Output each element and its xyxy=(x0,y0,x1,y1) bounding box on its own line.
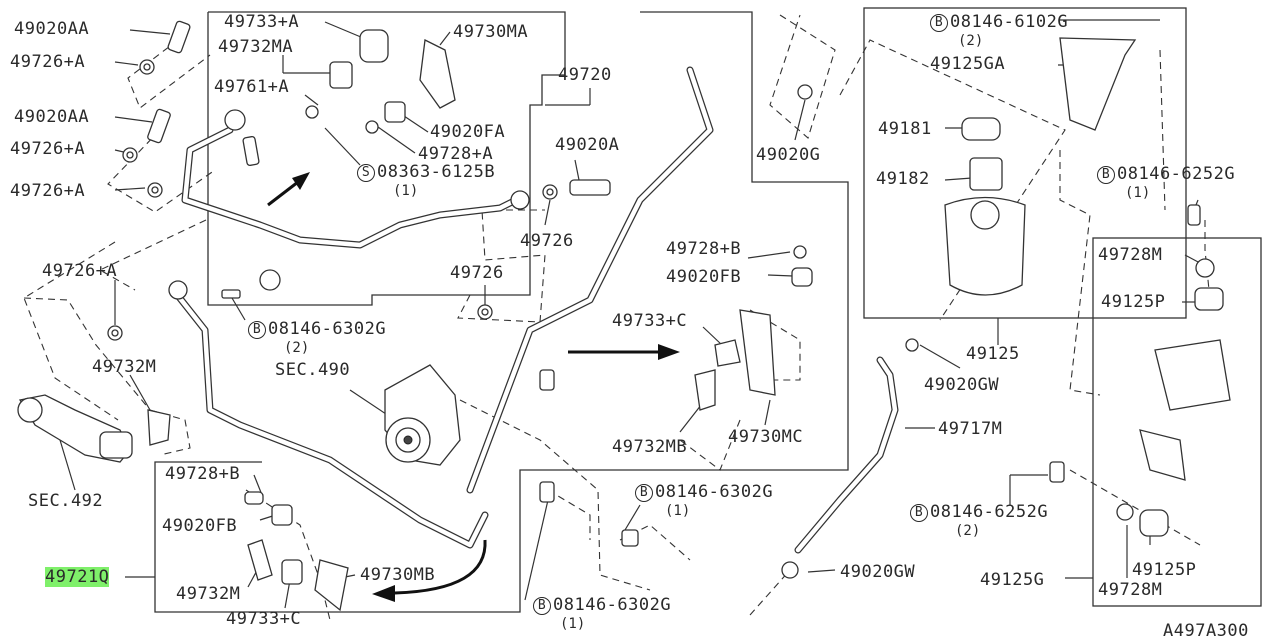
circle-s-mark: S xyxy=(357,164,375,182)
part-08363-qty: (1) xyxy=(393,183,419,199)
part-49728B-label[interactable]: 49728+B xyxy=(666,239,742,259)
part-49720-label[interactable]: 49720 xyxy=(558,65,612,85)
part-49726A-label[interactable]: 49726+A xyxy=(42,261,118,281)
sec490-label[interactable]: SEC.490 xyxy=(275,360,351,380)
part-08146-6302G-number: 08146-6302G xyxy=(655,482,774,502)
part-08146-6252G-qty: (1) xyxy=(1125,185,1151,201)
part-49020GW-label[interactable]: 49020GW xyxy=(924,375,1000,395)
part-49020FA-label[interactable]: 49020FA xyxy=(430,122,506,142)
part-49733C-label[interactable]: 49733+C xyxy=(612,311,688,331)
part-49721Q-label[interactable]: 49721Q xyxy=(45,567,110,587)
circle-b-mark: B xyxy=(1097,166,1115,184)
part-49733A-label[interactable]: 49733+A xyxy=(224,12,300,32)
part-08146-6252G-number: 08146-6252G xyxy=(930,502,1049,522)
part-49730MC-label[interactable]: 49730MC xyxy=(728,427,804,447)
part-49726A-label[interactable]: 49726+A xyxy=(10,139,86,159)
part-08146-6102G-number: 08146-6102G xyxy=(950,12,1069,32)
frame-bracket xyxy=(1092,237,1262,607)
part-49730MA-label[interactable]: 49730MA xyxy=(453,22,529,42)
part-49125-label[interactable]: 49125 xyxy=(966,344,1020,364)
part-49717M-label[interactable]: 49717M xyxy=(938,419,1003,439)
part-49726A-label[interactable]: 49726+A xyxy=(10,52,86,72)
circle-b-mark: B xyxy=(533,597,551,615)
part-08146-6302G-qty: (1) xyxy=(560,616,586,632)
part-49020AA-label[interactable]: 49020AA xyxy=(14,19,90,39)
part-49125P-label[interactable]: 49125P xyxy=(1132,560,1197,580)
circle-b-mark: B xyxy=(635,484,653,502)
part-49728A-label[interactable]: 49728+A xyxy=(418,144,494,164)
part-49182-label[interactable]: 49182 xyxy=(876,169,930,189)
part-08146-6302G-number: 08146-6302G xyxy=(553,595,672,615)
part-49020FB-label[interactable]: 49020FB xyxy=(666,267,742,287)
part-49726-label[interactable]: 49726 xyxy=(450,263,504,283)
part-49733C-label[interactable]: 49733+C xyxy=(226,609,302,629)
part-49020A-label[interactable]: 49020A xyxy=(555,135,620,155)
diagram-code: A497A300 xyxy=(1163,621,1249,640)
part-08146-6302G-qty: (2) xyxy=(284,340,310,356)
part-49020GW-label[interactable]: 49020GW xyxy=(840,562,916,582)
part-08146-6102G-qty: (2) xyxy=(958,33,984,49)
part-49181-label[interactable]: 49181 xyxy=(878,119,932,139)
part-49020FB-label[interactable]: 49020FB xyxy=(162,516,238,536)
frame-upper-pipe xyxy=(207,11,566,306)
part-49020AA-label[interactable]: 49020AA xyxy=(14,107,90,127)
circle-b-mark: B xyxy=(930,14,948,32)
part-49728B-label[interactable]: 49728+B xyxy=(165,464,241,484)
part-08146-6252G-number: 08146-6252G xyxy=(1117,164,1236,184)
frame-reservoir xyxy=(863,7,1187,319)
part-49732MB-label[interactable]: 49732MB xyxy=(612,437,688,457)
part-49726A-label[interactable]: 49726+A xyxy=(10,181,86,201)
frame-high-pressure xyxy=(154,11,849,613)
reservoir-tank xyxy=(944,196,1026,296)
part-49761A-label[interactable]: 49761+A xyxy=(214,77,290,97)
part-49125G-label[interactable]: 49125G xyxy=(980,570,1045,590)
part-49125P-label[interactable]: 49125P xyxy=(1101,292,1166,312)
part-49732MA-label[interactable]: 49732MA xyxy=(218,37,294,57)
part-08363-number: 08363-6125B xyxy=(377,162,496,182)
part-49732M-label[interactable]: 49732M xyxy=(92,357,157,377)
part-49728M-label[interactable]: 49728M xyxy=(1098,580,1163,600)
part-49726-label[interactable]: 49726 xyxy=(520,231,574,251)
circle-b-mark: B xyxy=(248,321,266,339)
part-08146-6302G-qty: (1) xyxy=(665,503,691,519)
part-49020G-label[interactable]: 49020G xyxy=(756,145,821,165)
part-08146-6302G-number: 08146-6302G xyxy=(268,319,387,339)
part-49732M-label[interactable]: 49732M xyxy=(176,584,241,604)
sec492-label[interactable]: SEC.492 xyxy=(28,491,104,511)
part-08146-6252G-qty: (2) xyxy=(955,523,981,539)
part-49728M-label[interactable]: 49728M xyxy=(1098,245,1163,265)
part-49730MB-label[interactable]: 49730MB xyxy=(360,565,436,585)
circle-b-mark: B xyxy=(910,504,928,522)
part-49125GA-label[interactable]: 49125GA xyxy=(930,54,1006,74)
highlighted-part-number[interactable]: 49721Q xyxy=(45,567,110,587)
